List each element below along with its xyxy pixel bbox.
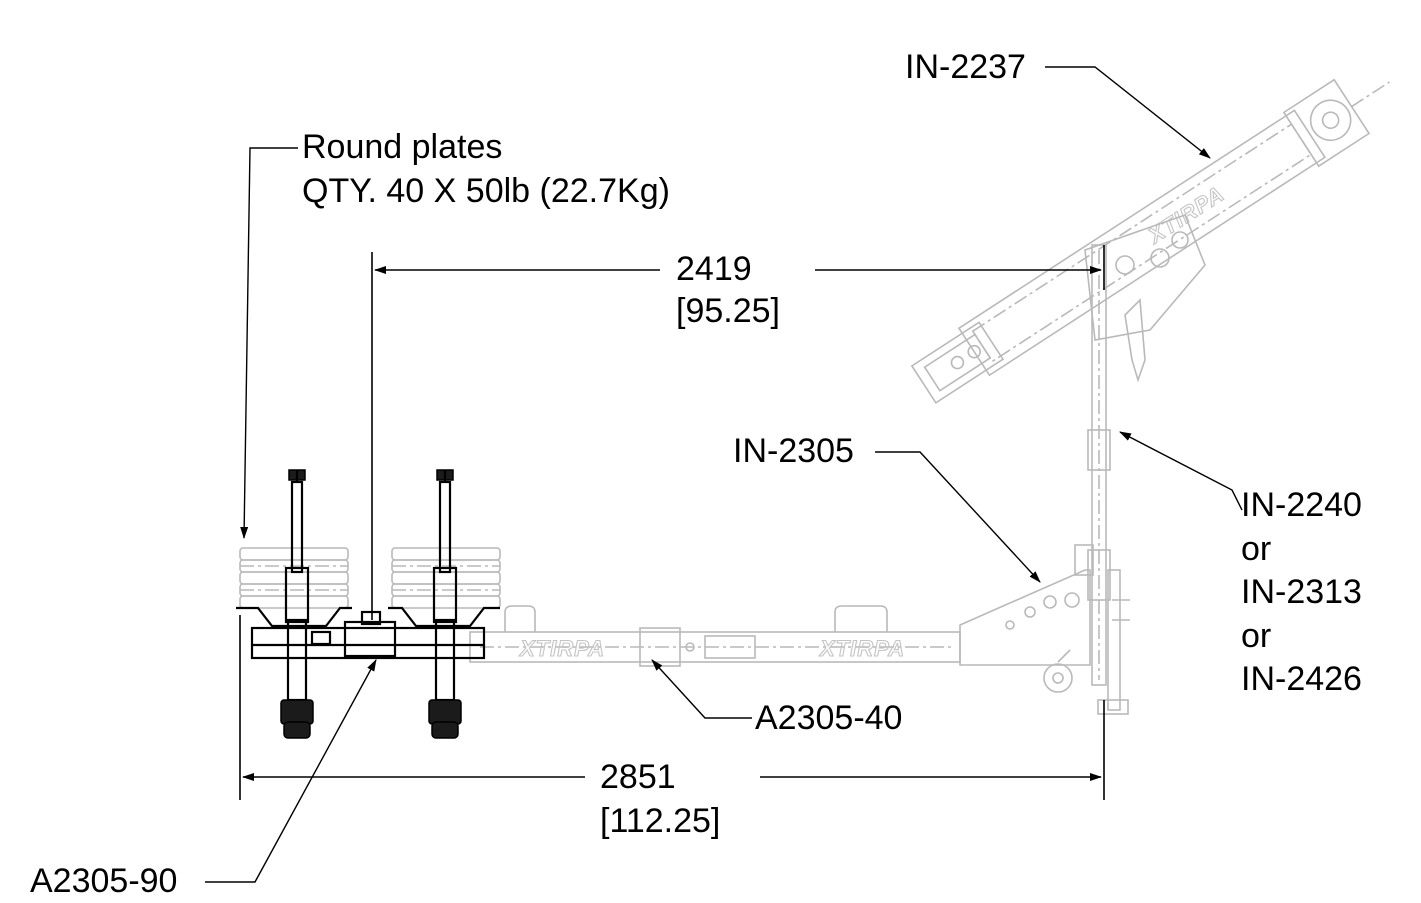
weight-plates-left	[239, 547, 349, 609]
base-arm: XTIRPA XTIRPA	[469, 544, 1094, 693]
leader-in-2237	[1045, 66, 1211, 159]
a2305-40-label: A2305-40	[755, 699, 903, 737]
bottom-dimension-in: [112.25]	[600, 802, 721, 840]
leader-mast	[1119, 431, 1243, 511]
round-plates-label-line1: Round plates	[302, 128, 503, 166]
boom-arm: XTIRPA	[910, 78, 1390, 404]
leader-round-plates	[240, 147, 298, 539]
mast-label-line5: IN-2426	[1241, 660, 1362, 698]
a2305-90-label: A2305-90	[30, 862, 178, 900]
mast-label-line4: or	[1241, 617, 1272, 655]
round-plates-label-line2: QTY. 40 X 50lb (22.7Kg)	[302, 172, 670, 210]
leader-in-2305	[875, 451, 1041, 583]
top-dimension-mm: 2419	[676, 250, 752, 288]
counterweight-base	[236, 469, 500, 739]
mast-label-line2: or	[1241, 530, 1272, 568]
mast-label-line1: IN-2240	[1241, 486, 1362, 524]
mast-label-line3: IN-2313	[1241, 573, 1362, 611]
dimension-top	[371, 245, 1105, 620]
in-2305-label: IN-2305	[733, 432, 854, 470]
leader-a2305-90	[205, 659, 377, 883]
leader-a2305-40	[651, 659, 752, 719]
base-brand-marking-1: XTIRPA	[518, 636, 605, 661]
base-brand-marking-2: XTIRPA	[818, 636, 905, 661]
bottom-dimension-mm: 2851	[600, 758, 676, 796]
in-2237-label: IN-2237	[905, 48, 1026, 86]
weight-plates-right	[391, 547, 501, 609]
top-dimension-in: [95.25]	[676, 292, 780, 330]
dimension-bottom	[239, 615, 1105, 800]
mast	[1087, 244, 1130, 715]
